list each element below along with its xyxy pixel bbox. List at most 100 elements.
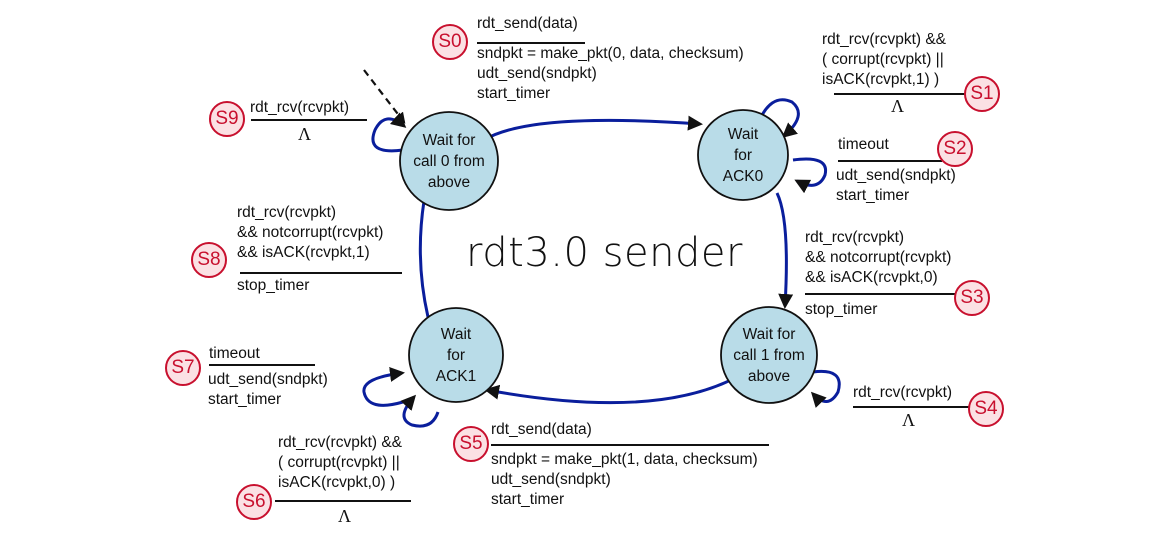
action-line: udt_send(sndpkt) (491, 471, 611, 488)
event-line: rdt_rcv(rcvpkt) (853, 384, 953, 401)
action-line: sndpkt = make_pkt(1, data, checksum) (491, 451, 758, 468)
state-line: for (446, 347, 466, 364)
action-line: stop_timer (805, 301, 878, 318)
s3-event: rdt_rcv(rcvpkt) && notcorrupt(rcvpkt) &&… (805, 228, 951, 288)
action-line: udt_send(sndpkt) (477, 65, 597, 82)
badge-s3: S3 (954, 280, 990, 316)
self-loop-s2 (792, 157, 828, 194)
state-line: Wait (727, 126, 759, 143)
state-line: call 1 from (733, 347, 805, 364)
state-line: above (747, 368, 791, 385)
event-line: rdt_rcv(rcvpkt) (237, 204, 337, 221)
s8-divider (240, 272, 402, 274)
state-line: Wait for (742, 326, 796, 343)
s2-actions: udt_send(sndpkt) start_timer (836, 166, 956, 206)
self-loop-s4 (810, 369, 841, 408)
s1-divider (834, 93, 966, 95)
event-line: && notcorrupt(rcvpkt) (805, 249, 952, 266)
transition-arrow-s0 (483, 115, 703, 142)
s9-divider (251, 119, 367, 121)
event-line: rdt_rcv(rcvpkt) && (822, 31, 947, 48)
state-wait-ack-1 (408, 307, 504, 403)
state-line: ACK0 (722, 168, 764, 185)
s2-divider (838, 160, 942, 162)
event-line: && isACK(rcvpkt,1) (237, 244, 370, 261)
action-line: sndpkt = make_pkt(0, data, checksum) (477, 45, 744, 62)
s7-divider (209, 364, 315, 366)
action-line: udt_send(sndpkt) (836, 167, 956, 184)
state-line: Wait (440, 326, 472, 343)
event-line: isACK(rcvpkt,0) ) (278, 474, 396, 491)
s4-divider (853, 406, 971, 408)
s3-actions: stop_timer (805, 300, 877, 320)
event-line: rdt_rcv(rcvpkt) (805, 229, 905, 246)
s9-event: rdt_rcv(rcvpkt) (250, 98, 349, 118)
action-line: start_timer (491, 491, 565, 508)
s2-event: timeout (838, 135, 889, 155)
s7-actions: udt_send(sndpkt) start_timer (208, 370, 328, 410)
action-line: stop_timer (237, 277, 310, 294)
s4-lambda: Λ (902, 410, 916, 430)
s0-divider (477, 42, 585, 44)
s3-divider (805, 293, 957, 295)
state-line: ACK1 (435, 368, 477, 385)
action-line: udt_send(sndpkt) (208, 371, 328, 388)
badge-s7: S7 (165, 350, 201, 386)
self-loop-s9 (371, 112, 407, 153)
state-line: Wait for (422, 132, 476, 149)
event-line: && notcorrupt(rcvpkt) (237, 224, 384, 241)
state-label-wait-ack-0: Wait for ACK0 (698, 124, 788, 187)
s0-event: rdt_send(data) (477, 14, 578, 34)
badge-s5: S5 (453, 426, 489, 462)
transition-arrow-s5 (484, 377, 734, 405)
s0-actions: sndpkt = make_pkt(0, data, checksum) udt… (477, 44, 744, 104)
event-line: rdt_rcv(rcvpkt) && (278, 434, 403, 451)
event-line: timeout (209, 345, 260, 362)
event-line: rdt_send(data) (491, 421, 592, 438)
self-loop-s1 (755, 98, 800, 138)
action-line: start_timer (477, 85, 551, 102)
s1-event: rdt_rcv(rcvpkt) && ( corrupt(rcvpkt) || … (822, 30, 946, 90)
event-line: ( corrupt(rcvpkt) || (822, 51, 944, 68)
self-loop-s6 (400, 394, 440, 428)
state-label-wait-call-1: Wait for call 1 from above (720, 324, 818, 387)
badge-s1: S1 (964, 76, 1000, 112)
state-label-wait-ack-1: Wait for ACK1 (409, 324, 503, 387)
s8-actions: stop_timer (237, 276, 309, 296)
badge-s6: S6 (236, 484, 272, 520)
s8-event: rdt_rcv(rcvpkt) && notcorrupt(rcvpkt) &&… (237, 203, 383, 263)
state-wait-ack-0 (697, 109, 789, 201)
initial-state-arrow (363, 69, 406, 124)
badge-s0: S0 (432, 24, 468, 60)
event-line: && isACK(rcvpkt,0) (805, 269, 938, 286)
action-line: start_timer (208, 391, 282, 408)
state-line: call 0 from (413, 153, 485, 170)
event-line: ( corrupt(rcvpkt) || (278, 454, 400, 471)
badge-s8: S8 (191, 242, 227, 278)
s4-event: rdt_rcv(rcvpkt) (853, 383, 952, 403)
state-line: above (427, 174, 471, 191)
s6-divider (275, 500, 411, 502)
action-line: start_timer (836, 187, 910, 204)
s7-event: timeout (209, 344, 260, 364)
event-line: isACK(rcvpkt,1) ) (822, 71, 940, 88)
s5-event: rdt_send(data) (491, 420, 592, 440)
badge-s9: S9 (209, 101, 245, 137)
state-line: for (733, 147, 753, 164)
s1-lambda: Λ (891, 96, 905, 116)
s9-lambda: Λ (298, 124, 312, 144)
event-line: timeout (838, 136, 889, 153)
s6-event: rdt_rcv(rcvpkt) && ( corrupt(rcvpkt) || … (278, 433, 402, 493)
badge-s2: S2 (937, 131, 973, 167)
event-line: rdt_rcv(rcvpkt) (250, 99, 350, 116)
state-label-wait-call-0: Wait for call 0 from above (400, 130, 498, 193)
self-loop-s7 (362, 367, 405, 407)
s5-divider (491, 444, 769, 446)
state-wait-call-0 (399, 111, 499, 211)
s5-actions: sndpkt = make_pkt(1, data, checksum) udt… (491, 450, 758, 510)
event-line: rdt_send(data) (477, 15, 578, 32)
transition-arrow-s8 (418, 200, 430, 318)
s6-lambda: Λ (338, 506, 352, 526)
diagram-title: rdt3.0 sender (466, 230, 743, 276)
